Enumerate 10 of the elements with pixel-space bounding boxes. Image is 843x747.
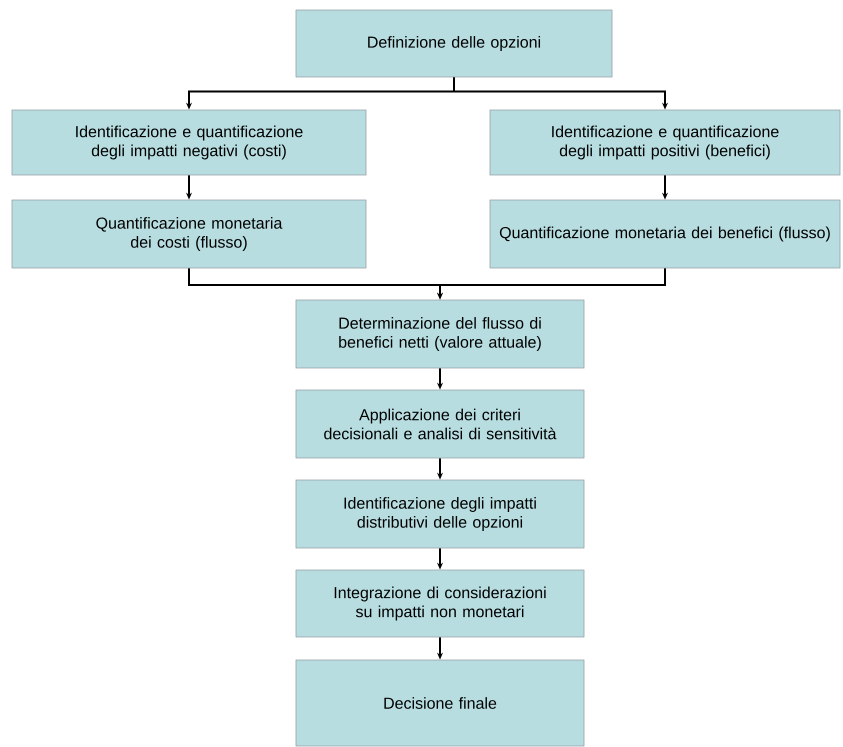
process-box: Identificazione e quantificazione degli impatti negativi (costi) xyxy=(12,110,366,176)
process-box: Definizione delle opzioni xyxy=(296,10,612,78)
process-box: Decisione finale xyxy=(296,660,584,746)
process-box: Identificazione e quantificazione degli impatti positivi (benefici) xyxy=(490,110,840,176)
process-box: Identificazione degli impatti distributivi delle opzioni xyxy=(296,480,584,548)
process-box: Applicazione dei criteri decisionali e analisi di sensitività xyxy=(296,390,584,458)
process-box: Quantificazione monetaria dei benefici (flusso) xyxy=(490,200,840,268)
process-box: Determinazione del flusso di benefici netti (valore attuale) xyxy=(296,300,584,368)
process-box: Quantificazione monetaria dei costi (flusso) xyxy=(12,200,366,268)
process-box: Integrazione di considerazioni su impatti non monetari xyxy=(296,570,584,638)
